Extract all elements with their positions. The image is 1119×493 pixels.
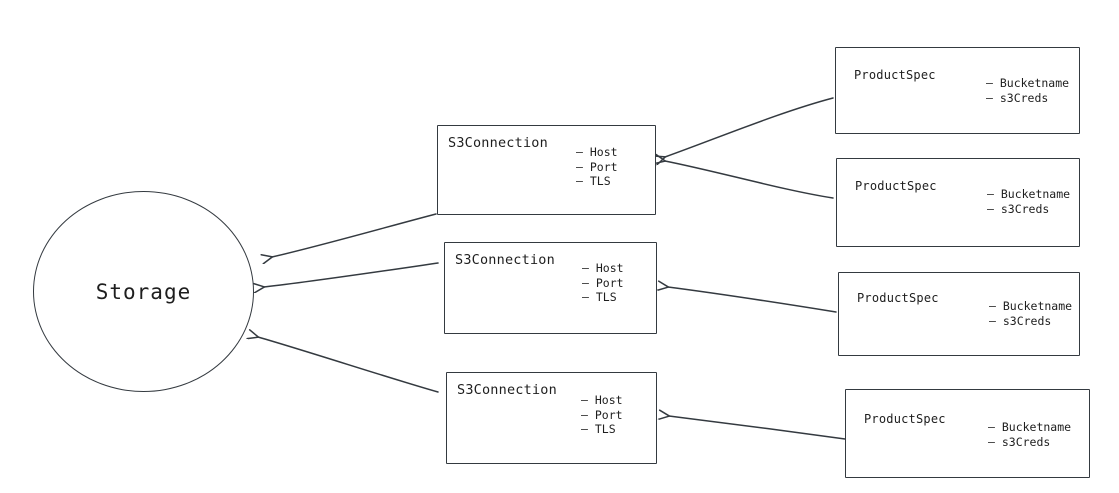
field-port: – Port xyxy=(576,159,618,174)
field-s3creds: – s3Creds xyxy=(988,434,1051,449)
storage-label: Storage xyxy=(95,279,192,304)
s3connection-title-1: S3Connection xyxy=(448,135,548,151)
edge-spec1-to-connection1 xyxy=(665,97,834,157)
field-bucketname: – Bucketname xyxy=(988,420,1072,434)
edge-spec3-to-connection2 xyxy=(668,287,837,313)
productspec-fields-2: – Bucketname – s3Creds xyxy=(987,187,1070,216)
field-s3creds: – s3Creds xyxy=(989,313,1052,328)
field-s3creds: – s3Creds xyxy=(987,201,1050,216)
field-bucketname: – Bucketname xyxy=(986,76,1070,90)
field-bucketname: – Bucketname xyxy=(989,299,1073,313)
field-tls: – TLS xyxy=(581,422,616,436)
field-port: – Port xyxy=(581,407,623,422)
s3connection-node-2[interactable]: S3Connection – Host – Port – TLS xyxy=(444,242,657,334)
edge-connection1-to-storage xyxy=(272,213,437,257)
productspec-node-1[interactable]: ProductSpec – Bucketname – s3Creds xyxy=(835,47,1080,134)
productspec-fields-4: – Bucketname – s3Creds xyxy=(988,420,1071,449)
productspec-title-1: ProductSpec xyxy=(854,68,936,82)
productspec-node-2[interactable]: ProductSpec – Bucketname – s3Creds xyxy=(836,158,1080,247)
productspec-title-2: ProductSpec xyxy=(855,179,937,193)
productspec-title-4: ProductSpec xyxy=(864,412,946,426)
field-tls: – TLS xyxy=(576,174,611,188)
field-host: – Host xyxy=(582,261,624,275)
edge-spec2-to-connection1 xyxy=(665,161,834,199)
s3connection-title-3: S3Connection xyxy=(457,382,557,398)
field-s3creds: – s3Creds xyxy=(986,90,1049,105)
s3connection-title-2: S3Connection xyxy=(455,252,555,268)
productspec-fields-3: – Bucketname – s3Creds xyxy=(989,299,1072,328)
productspec-title-3: ProductSpec xyxy=(857,291,939,305)
field-host: – Host xyxy=(576,145,618,159)
storage-node[interactable]: Storage xyxy=(33,191,254,392)
productspec-node-3[interactable]: ProductSpec – Bucketname – s3Creds xyxy=(838,272,1080,356)
field-bucketname: – Bucketname xyxy=(987,187,1071,201)
s3connection-node-3[interactable]: S3Connection – Host – Port – TLS xyxy=(446,372,657,464)
edge-spec4-to-connection3 xyxy=(669,416,846,440)
s3connection-fields-2: – Host – Port – TLS xyxy=(582,261,624,305)
field-port: – Port xyxy=(582,275,624,290)
field-host: – Host xyxy=(581,393,623,407)
productspec-fields-1: – Bucketname – s3Creds xyxy=(986,76,1069,105)
productspec-node-4[interactable]: ProductSpec – Bucketname – s3Creds xyxy=(845,389,1090,478)
edge-connection3-to-storage xyxy=(258,337,439,393)
s3connection-node-1[interactable]: S3Connection – Host – Port – TLS xyxy=(437,125,656,215)
s3connection-fields-3: – Host – Port – TLS xyxy=(581,393,623,437)
edge-connection2-to-storage xyxy=(264,262,439,287)
s3connection-fields-1: – Host – Port – TLS xyxy=(576,145,618,189)
field-tls: – TLS xyxy=(582,290,617,304)
